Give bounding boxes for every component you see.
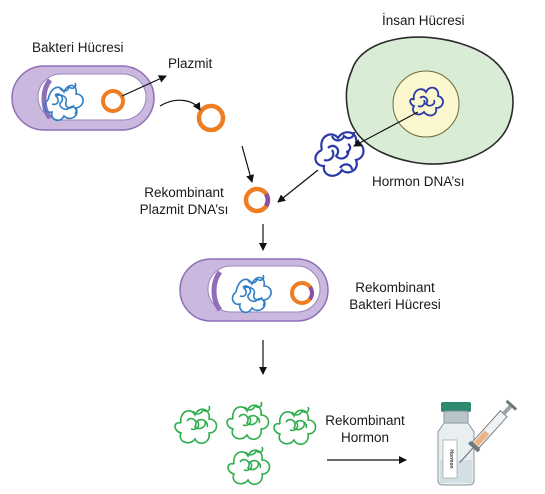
plasmid-label: Plazmit xyxy=(168,56,213,71)
arrow-plasmid-to-recombinant xyxy=(241,145,254,183)
free-plasmid-icon xyxy=(196,103,226,133)
plasmid-icon xyxy=(101,89,125,113)
hormone-dna-label: Hormon DNA’sı xyxy=(372,174,465,189)
human-cell-label: İnsan Hücresi xyxy=(382,13,465,28)
bacterial-dna-icon xyxy=(43,82,84,122)
recombinant-plasmid-label-line2: Plazmit DNA’sı xyxy=(139,202,229,217)
recombinant-bacterium-icon xyxy=(179,258,329,322)
nucleus-dna-icon xyxy=(409,86,444,117)
recombinant-hormone-label-line1: Rekombinant xyxy=(325,413,405,428)
human-cell-icon xyxy=(345,36,514,165)
vial-icon: Hormon xyxy=(437,402,475,486)
recombinant-hormone-label: Rekombinant Hormon xyxy=(320,412,410,446)
recombinant-bacteria-label: Rekombinant Bakteri Hücresi xyxy=(336,279,454,313)
recombinant-bacterial-dna-icon xyxy=(231,274,272,314)
recombinant-bacteria-label-line1: Rekombinant xyxy=(355,280,435,295)
arrow-nucleus-to-dna xyxy=(353,111,419,147)
hormone-protein-4 xyxy=(227,446,271,486)
recombinant-bacteria-label-line2: Bakteri Hücresi xyxy=(349,297,441,312)
syringe-icon xyxy=(459,399,518,464)
vial-label: Hormon xyxy=(448,449,454,468)
arrow-plasmid-extract xyxy=(159,99,201,111)
recombinant-plasmid-label-line1: Rekombinant xyxy=(144,185,224,200)
arrow-dna-to-recombinant xyxy=(277,169,319,203)
recombinant-hormone-label-line2: Hormon xyxy=(340,430,389,445)
bacteria-cell-label: Bakteri Hücresi xyxy=(32,40,124,55)
hormone-protein-2 xyxy=(226,401,270,441)
recombinant-plasmid-icon xyxy=(243,186,271,214)
hormone-proteins xyxy=(174,401,317,486)
hormone-protein-1 xyxy=(174,405,218,445)
arrow-to-plasmid-label xyxy=(121,75,167,97)
hormone-dna-icon xyxy=(314,131,365,177)
bacterium-icon xyxy=(11,65,155,131)
hormone-protein-3 xyxy=(273,406,317,446)
recombinant-plasmid-label: Rekombinant Plazmit DNA’sı xyxy=(128,184,240,218)
process-arrows xyxy=(121,75,419,464)
